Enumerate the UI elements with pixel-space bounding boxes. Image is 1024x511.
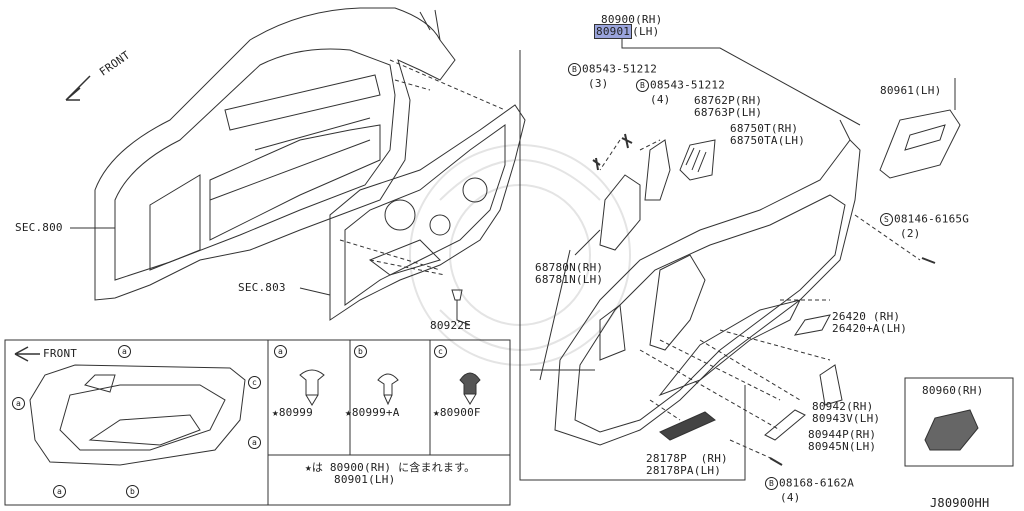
circle-s-icon: S	[880, 213, 893, 226]
switch-80960-box	[904, 377, 1014, 467]
bolt2-qty: (4)	[650, 93, 671, 106]
clip-a-label: ★80999	[272, 406, 313, 419]
screw-qty: (2)	[900, 227, 921, 240]
inset-mark-a-top: a	[118, 345, 132, 358]
part-80945n-label: 80945N(LH)	[808, 440, 877, 453]
clip-c-header: c	[434, 345, 448, 358]
armrest-pad-26420	[793, 314, 831, 336]
front-arrow-icon	[65, 75, 91, 101]
sec800-label: SEC.800	[15, 221, 63, 234]
part-80943v-label: 80943V(LH)	[812, 412, 881, 425]
circle-a-icon: a	[118, 345, 131, 358]
finisher-80942	[819, 364, 843, 406]
inset-mark-a-bottom: a	[53, 485, 67, 498]
bezel-68750t	[679, 139, 716, 181]
clip-c-icon	[459, 372, 481, 405]
part-26420a-label: 26420+A(LH)	[832, 322, 908, 335]
escutcheon-80944p	[764, 409, 806, 441]
bolt3-qty: (4)	[780, 491, 801, 504]
inset-mark-c: c	[248, 376, 262, 389]
part-28178p-label: 28178P (RH)	[646, 452, 728, 465]
circle-b-icon: B	[636, 79, 649, 92]
circle-a-icon: a	[53, 485, 66, 498]
door-trim-panel	[519, 35, 861, 481]
door-outer-panel	[70, 7, 456, 301]
reference-code: J80900HH	[930, 496, 990, 510]
circle-a-icon: a	[274, 345, 287, 358]
sec803-label: SEC.803	[238, 281, 286, 294]
clip-c-label: ★80900F	[433, 406, 481, 419]
part-80960-label: 80960(RH)	[922, 384, 984, 397]
part-80961-label: 80961(LH)	[880, 84, 942, 97]
note-line2: 80901(LH)	[334, 473, 396, 486]
part-80944p-label: 80944P(RH)	[808, 428, 877, 441]
part-80901-label: 80901(LH)	[594, 24, 660, 39]
part-26420-label: 26420 (RH)	[832, 310, 901, 323]
part-68763p-label: 68763P(LH)	[694, 106, 763, 119]
switch-80961	[879, 78, 961, 179]
inset-mark-a-right: a	[248, 436, 262, 449]
inset-mark-a-left: a	[12, 397, 26, 410]
clip-b-label: ★80999+A	[345, 406, 400, 419]
part-80901-suffix: (LH)	[632, 25, 660, 38]
part-68781n-label: 68781N(LH)	[535, 273, 604, 286]
circle-b-icon: B	[568, 63, 581, 76]
door-inner-panel	[299, 104, 526, 321]
circle-a-icon: a	[248, 436, 261, 449]
circle-c-icon: c	[248, 376, 261, 389]
clip-a-header: a	[274, 345, 288, 358]
inset-trim-panel	[29, 364, 246, 466]
bolt1-qty: (3)	[588, 77, 609, 90]
part-68762p-label: 68762P(RH)	[694, 94, 763, 107]
plate-28178p	[659, 411, 716, 441]
inset-mark-b-bottom: b	[126, 485, 140, 498]
part-68750ta-label: 68750TA(LH)	[730, 134, 806, 147]
clip-b-icon	[377, 373, 399, 406]
part-80901-highlight[interactable]: 80901	[594, 24, 633, 39]
bracket-68762p	[644, 139, 671, 201]
part-68780n-label: 68780N(RH)	[535, 261, 604, 274]
circle-b-icon: b	[354, 345, 367, 358]
part-80922e-label: 80922E	[430, 319, 471, 332]
part-80942-label: 80942(RH)	[812, 400, 874, 413]
circle-b-icon: b	[126, 485, 139, 498]
circle-b-icon: B	[765, 477, 778, 490]
circle-c-icon: c	[434, 345, 447, 358]
note-line1: ★は 80900(RH) に含まれます。	[305, 461, 476, 474]
clip-a-icon	[299, 369, 325, 406]
part-28178pa-label: 28178PA(LH)	[646, 464, 722, 477]
inset-front-arrow-icon	[14, 346, 40, 362]
circle-a-icon: a	[12, 397, 25, 410]
clip-80922e	[451, 289, 471, 326]
bracket-68780n	[574, 174, 641, 256]
inset-front-label: FRONT	[43, 347, 78, 360]
guide-lines	[339, 59, 921, 461]
inset-frame	[4, 339, 511, 506]
bolt-icon	[592, 133, 936, 466]
clip-b-header: b	[354, 345, 368, 358]
part-68750t-label: 68750T(RH)	[730, 122, 799, 135]
part-80900-label: 80900(RH)	[601, 13, 663, 26]
